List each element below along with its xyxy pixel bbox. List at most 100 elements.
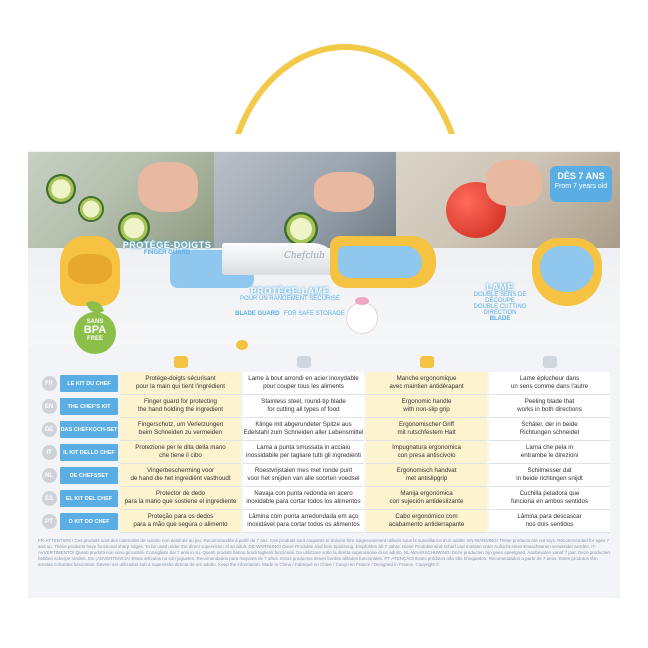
finger-guard-label-fr: PROTÈGE-DOIGTS (122, 240, 212, 250)
peeler-blade-label-en-sub: DOUBLE CUTTING DIRECTION (473, 304, 527, 316)
table-cell-line: the hand holding the ingredient (138, 406, 223, 413)
bpa-free-badge: SANS BPA FREE (74, 312, 116, 354)
table-cell-line: Fingerschutz, um Verletzungen (137, 421, 224, 428)
table-cell-line: for cutting all types of food (267, 406, 340, 413)
table-cell-line: Ergonomic handle (401, 398, 452, 405)
blade-guard-label: PROTÈGE-LAME POUR UN RANGEMENT SÉCURISÉ … (220, 286, 360, 320)
table-cell-line: voor het snijden van alle soorten voedse… (247, 475, 360, 482)
language-code-badge: NL (41, 468, 57, 483)
table-cell-line: avec maintien antidérapant (389, 383, 464, 390)
table-cell-line: nos dois sentidos (525, 521, 574, 528)
table-cell-line: mit rutschfestem Halt (397, 429, 456, 436)
table-cell-line: in beide richtingen snijdt (516, 475, 583, 482)
header-peeler (489, 353, 610, 371)
knife-blade-product: Chefclub (222, 243, 340, 275)
language-code-badge: EN (41, 399, 57, 414)
table-cell-line: con sujeción antideslizante (389, 498, 464, 505)
knife-handle-grip (338, 246, 422, 278)
table-cell-line: Navaja con punta redonda en acero (254, 490, 353, 497)
table-cell-line: Klinge mit abgerundeter Spitze aus (255, 421, 352, 428)
peeler-blade-label-fr-sub: DOUBLE SENS DE DÉCOUPE (473, 292, 527, 304)
table-cell-line: con presa antiscivolo (397, 452, 456, 459)
table-cell-line: Richtungen schneidet (519, 429, 580, 436)
bpa-bottom: FREE (86, 336, 103, 342)
table-cell-line: Ergonomischer Griff (399, 421, 454, 428)
table-cell-line: inoxidável para cortar todos os alimento… (247, 521, 360, 528)
peeler-blade-label-en: BLADE (489, 316, 511, 322)
table-cell-line: works in both directions (517, 406, 582, 413)
table-cell-line: Lâmina para descascar (517, 513, 582, 520)
table-cell-line: para a mão que segura o alimento (133, 521, 228, 528)
table-cell-line: beim Schneiden zu vermeiden (138, 429, 223, 436)
kit-name-label: THE CHEF'S KIT (60, 398, 118, 415)
hand (314, 172, 374, 212)
table-cell-line: funciona en ambos sentidos (510, 498, 589, 505)
table-cell-line: Protector de dedo (155, 490, 206, 497)
blade-guard-label-en-sub: FOR SAFE STORAGE (283, 311, 345, 317)
language-code-badge: PT (41, 514, 57, 529)
kit-name-label: EL KIT DEL CHEF (60, 490, 118, 507)
table-cell-line: Schäler, der in beide (521, 421, 578, 428)
table-cell-line: Protège-doigts sécurisant (145, 375, 216, 382)
header-finger-guard (120, 353, 241, 371)
brand-logo: Chefclub (284, 251, 325, 261)
hand (486, 160, 542, 206)
bow-icon (355, 297, 369, 305)
language-code-badge: ES (41, 491, 57, 506)
finger-guard-icon (173, 356, 188, 368)
table-cell-line: Schilmesser dat (527, 467, 572, 474)
table-cell-line: Vingerbescherming voor (147, 467, 214, 474)
finger-guard-label: PROTÈGE-DOIGTS FINGER GUARD (112, 240, 222, 256)
header-handle (366, 353, 487, 371)
table-cell-line: Stainless steel, round-tip blade (261, 398, 346, 405)
table-cell-line: che tiene il cibo (159, 452, 202, 459)
duck-icon (236, 340, 248, 350)
age-badge-en: From 7 years old (554, 183, 608, 190)
peeler-blade-label: LAME DOUBLE SENS DE DÉCOUPE DOUBLE CUTTI… (460, 282, 540, 322)
kit-name-label: DE CHEFSSET (60, 467, 118, 484)
table-cell-line: Protezione per le dita della mano (135, 444, 226, 451)
table-cell-line: Lâmina com ponta arredondada em aço (248, 513, 359, 520)
table-cell-line: acabamento antiderrapante (388, 521, 465, 528)
table-cell-line: Edelstahl zum Schneiden aller Lebensmitt… (243, 429, 364, 436)
kit-name-label: IL KIT DELLO CHEF (60, 444, 118, 461)
table-cell-line: Manche ergonomique (396, 375, 457, 382)
blade-guard-label-fr: PROTÈGE-LAME (250, 286, 330, 296)
knife-icon (296, 356, 311, 368)
table-cell-line: de hand die het ingrediënt vasthoudt (130, 475, 231, 482)
table-cell-line: Lame éplucheur dans (519, 375, 580, 382)
table-cell-line: Finger guard for protecting (144, 398, 217, 405)
peeler-grip (540, 246, 594, 292)
age-badge-fr: DÈS 7 ANS (557, 171, 605, 181)
table-header-row (38, 352, 610, 372)
finger-guard-label-en: FINGER GUARD (143, 250, 191, 256)
kit-name-label: O KIT DO CHEF (60, 513, 118, 530)
table-cell-line: Proteção para os dedos (147, 513, 214, 520)
header-knife (243, 353, 364, 371)
table-cell-line: Ergonomisch handvat (396, 467, 457, 474)
zucchini-slice (284, 212, 318, 246)
handle-icon (419, 356, 434, 368)
photo-peeler-use (396, 152, 620, 248)
age-badge: DÈS 7 ANS From 7 years old (550, 166, 612, 202)
table-cell-line: para la mano que sostiene el ingrediente (124, 498, 237, 505)
